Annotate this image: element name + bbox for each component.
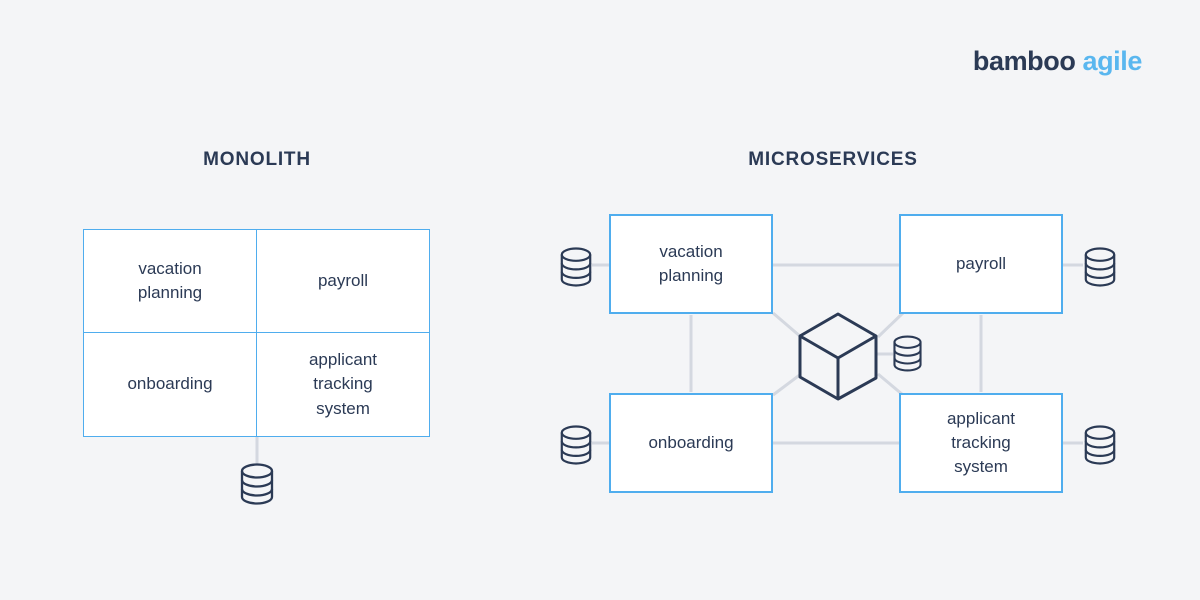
monolith-cell-label: onboarding [127, 374, 213, 394]
hub-cube[interactable] [796, 311, 880, 401]
monolith-database-icon [240, 463, 274, 505]
link-vacation-hub [772, 311, 802, 339]
database-icon-payroll [1084, 247, 1116, 287]
logo-accent-text: agile [1082, 46, 1142, 76]
monolith-cell-onboarding[interactable]: onboarding [83, 332, 257, 437]
service-box-payroll[interactable]: payroll [899, 214, 1063, 314]
link-hub-ats [877, 372, 904, 397]
monolith-cell-label: payroll [317, 270, 369, 290]
database-icon-vacation-planning [560, 247, 592, 287]
database-icon-onboarding [560, 425, 592, 465]
service-label: onboarding [648, 433, 734, 453]
cube-icon [798, 312, 878, 401]
database-icon-hub [893, 335, 922, 372]
link-hub-payroll [876, 311, 905, 339]
service-box-onboarding[interactable]: onboarding [609, 393, 773, 493]
logo-main-text: bamboo [972, 46, 1076, 76]
monolith-cell-payroll[interactable]: payroll [256, 229, 430, 333]
monolith-title: MONOLITH [203, 149, 311, 170]
microservices-title: MICROSERVICES [748, 149, 918, 170]
database-icon-applicant-tracking-system [1084, 425, 1116, 465]
link-onboarding-hub [772, 372, 802, 397]
service-label: payroll [955, 254, 1007, 274]
